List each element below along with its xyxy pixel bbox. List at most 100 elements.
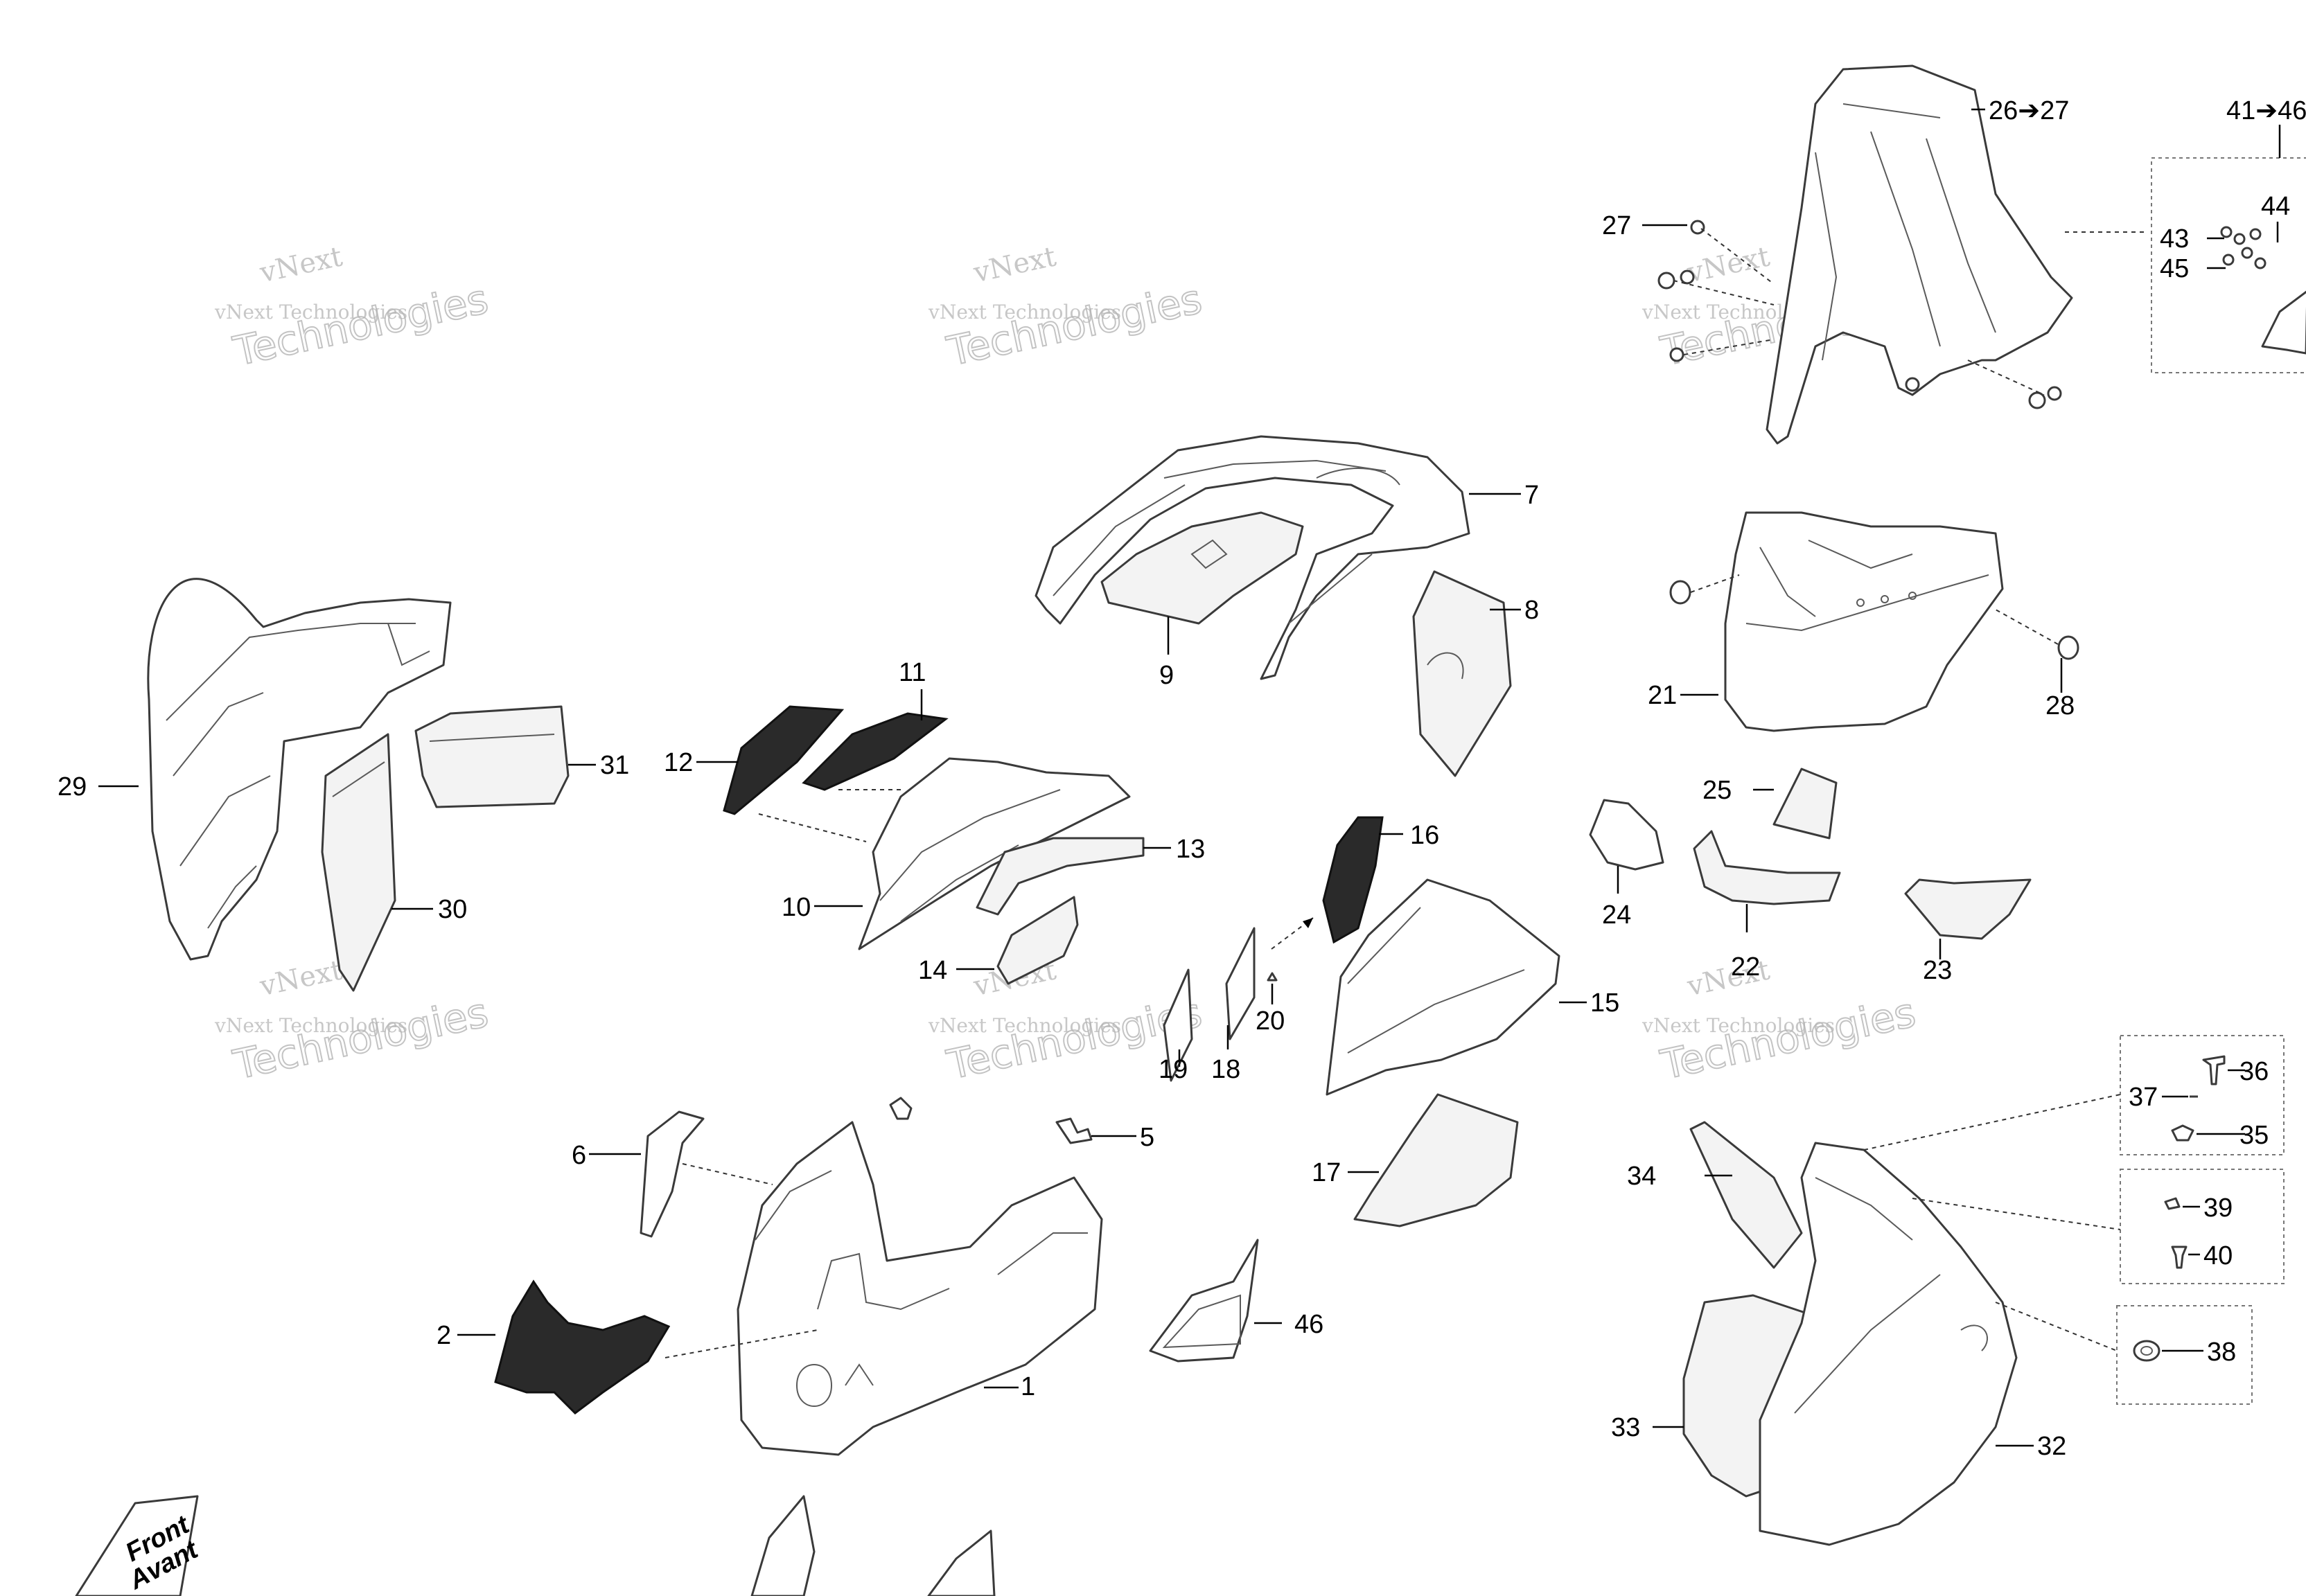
part-4-lower-partial	[750, 1495, 996, 1596]
part-29-side-panel	[147, 578, 452, 961]
fasteners-36-37-35	[2133, 1055, 2226, 1362]
label-36: 36	[2239, 1057, 2269, 1086]
label-22: 22	[1731, 952, 1760, 982]
label-15: 15	[1590, 988, 1619, 1018]
part-16-mesh	[1322, 816, 1384, 944]
leader-lines	[98, 108, 2281, 1447]
part-8-panel	[1412, 570, 1512, 777]
part-24-bracket	[1589, 799, 1664, 871]
label-27: 27	[1602, 211, 1631, 240]
watermark-6: vNext vNext Technologies Technologies	[1642, 954, 1920, 1089]
part-30-panel	[321, 733, 396, 992]
label-11: 11	[899, 658, 926, 687]
label-31: 31	[600, 751, 629, 780]
label-44: 44	[2261, 192, 2290, 221]
watermark-line3: Technologies	[943, 275, 1206, 375]
front-direction-badge: Front Avant	[75, 1495, 204, 1596]
part-34-panel	[1689, 1121, 1803, 1269]
part-1-front-fascia	[737, 1121, 1103, 1456]
watermark-line1: vNext	[970, 240, 1059, 289]
part-23-bracket	[1904, 878, 2032, 940]
label-19: 19	[1159, 1055, 1188, 1084]
watermark-line2: vNext Technologies	[214, 301, 407, 323]
label-18: 18	[1211, 1055, 1240, 1084]
label-20: 20	[1256, 1007, 1285, 1036]
part-25-pad	[1772, 768, 1838, 840]
label-13: 13	[1176, 835, 1205, 864]
part-14-pad	[996, 896, 1079, 985]
part-19-plate	[1163, 968, 1193, 1082]
label-1: 1	[1021, 1372, 1035, 1401]
label-35: 35	[2239, 1121, 2269, 1150]
watermark-line2: vNext Technologies	[1642, 1014, 1835, 1037]
part-26-windshield	[1766, 64, 2073, 445]
label-23: 23	[1923, 956, 1952, 985]
label-34: 34	[1627, 1162, 1656, 1191]
watermark-2: vNext vNext Technologies Technologies	[928, 240, 1206, 375]
label-33: 33	[1611, 1413, 1640, 1442]
label-14: 14	[918, 956, 947, 985]
part-21-grommets	[1669, 580, 2079, 660]
part-46-side-vent	[1149, 1239, 1259, 1363]
watermark-line3: Technologies	[229, 275, 493, 375]
part-6-bracket	[640, 1110, 705, 1238]
watermark-line2: vNext Technologies	[928, 1014, 1121, 1037]
label-17: 17	[1312, 1158, 1341, 1187]
watermark-line1: vNext	[1684, 240, 1772, 289]
part-22-trim	[1693, 830, 1841, 905]
part-18-plate	[1225, 927, 1256, 1040]
part-12-mesh	[723, 705, 845, 815]
watermark-line3: Technologies	[1657, 988, 1920, 1088]
label-38: 38	[2207, 1338, 2236, 1367]
part-13-trim	[976, 837, 1145, 916]
fastener-box-3	[2116, 1305, 2253, 1405]
label-32: 32	[2037, 1432, 2066, 1461]
part-2-lower-grille	[494, 1279, 671, 1415]
label-45: 45	[2160, 254, 2189, 283]
part-17-panel	[1353, 1093, 1519, 1227]
label-2: 2	[437, 1321, 451, 1350]
label-43: 43	[2160, 224, 2189, 254]
label-29: 29	[58, 772, 87, 801]
label-5: 5	[1140, 1123, 1154, 1152]
part-31-pad	[414, 705, 570, 808]
fasteners-41-46	[2220, 226, 2306, 355]
fastener-box-1	[2120, 1035, 2285, 1155]
watermark-line2: vNext Technologies	[214, 1014, 407, 1037]
part-15-front-panel	[1326, 878, 1560, 1096]
part-20-pin	[1267, 972, 1278, 982]
label-21: 21	[1648, 681, 1677, 710]
label-8: 8	[1524, 596, 1539, 625]
fastener-box-2	[2120, 1169, 2285, 1284]
part-10-front-upper	[858, 757, 1131, 950]
label-6: 6	[572, 1141, 586, 1170]
part-32-side-panel	[1759, 1142, 2018, 1546]
label-25: 25	[1702, 776, 1732, 805]
label-26-27: 26➔27	[1989, 96, 2069, 125]
label-41-46: 41➔46	[2226, 96, 2306, 125]
label-16: 16	[1410, 821, 1439, 850]
label-7: 7	[1524, 481, 1539, 510]
label-24: 24	[1602, 901, 1631, 930]
arrow-head	[1303, 918, 1313, 928]
part-7-top-cowl	[1035, 435, 1470, 680]
label-28: 28	[2045, 691, 2075, 720]
label-10: 10	[782, 893, 811, 922]
label-39: 39	[2203, 1194, 2233, 1223]
callout-labels: 1 2 5 6 7 8 9 10 11 12 13 14 15 16 17 18…	[58, 96, 2306, 1461]
part-11-mesh	[802, 712, 949, 791]
watermark-line1: vNext	[256, 240, 345, 289]
label-30: 30	[438, 895, 467, 924]
watermark-line3: Technologies	[229, 988, 493, 1088]
label-40: 40	[2203, 1241, 2233, 1270]
watermark-1: vNext vNext Technologies Technologies	[214, 240, 493, 375]
label-46: 46	[1294, 1310, 1323, 1339]
watermark-line2: vNext Technologies	[928, 301, 1121, 323]
label-9: 9	[1159, 661, 1174, 690]
label-37: 37	[2129, 1083, 2158, 1112]
part-21-housing	[1724, 511, 2004, 732]
watermark-line1: vNext	[256, 954, 345, 1002]
label-12: 12	[664, 748, 693, 777]
part-5-clip	[889, 1097, 1093, 1144]
